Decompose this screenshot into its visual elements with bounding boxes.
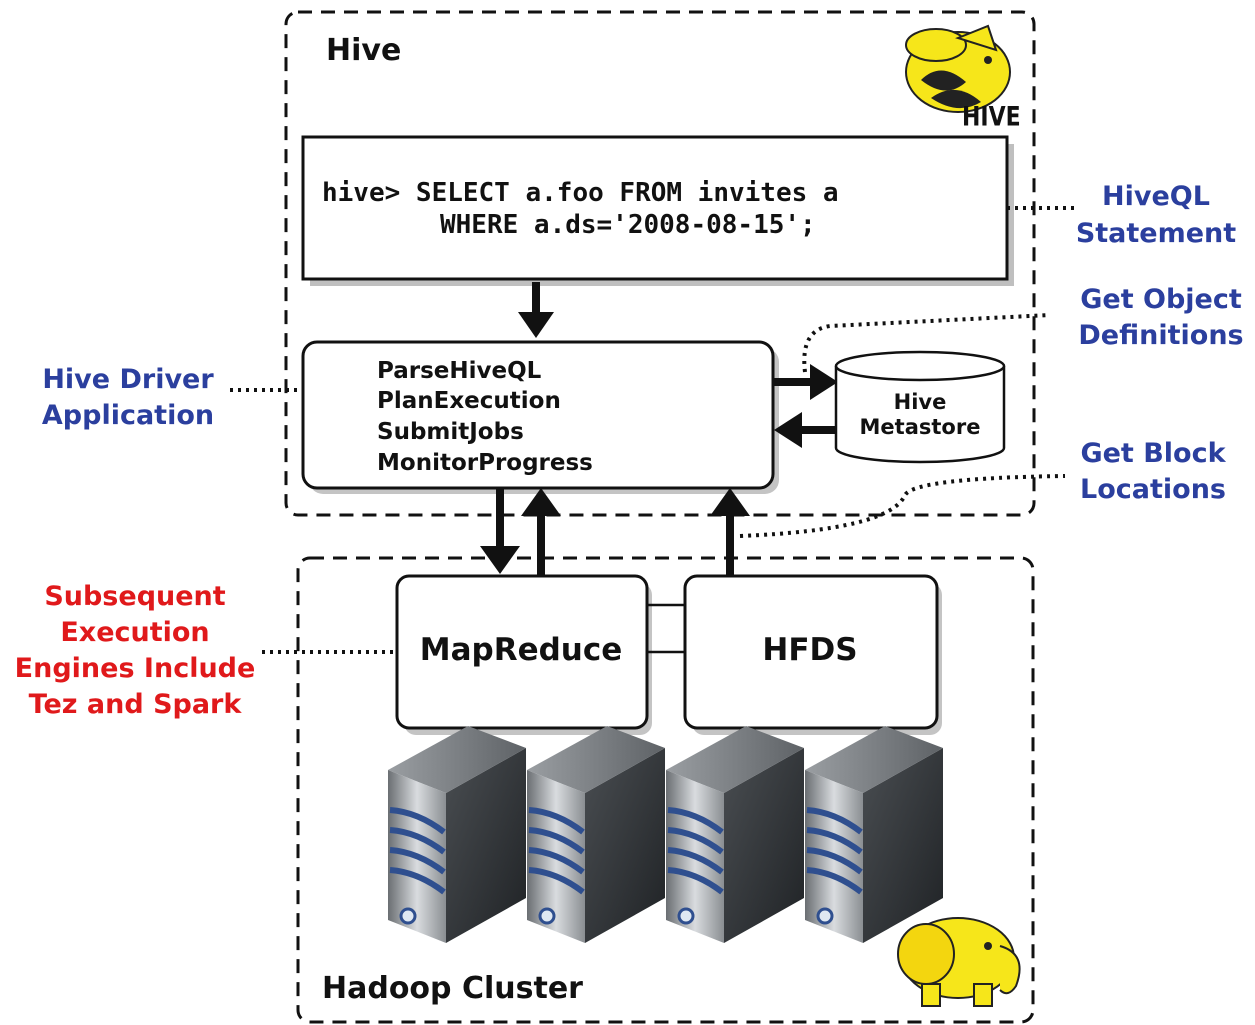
metastore-label-1: Hive (894, 390, 947, 414)
arrow-metastore-to-driver (774, 412, 838, 448)
annotation-execution-engines: Subsequent Execution Engines Include Tez… (15, 581, 256, 720)
hdfs-box (683, 574, 939, 730)
annotation-driver-app-line2: Application (42, 400, 214, 431)
query-line-1: hive> SELECT a.foo FROM invites a (322, 178, 839, 208)
leader-object-defs (802, 313, 1051, 373)
driver-step-plan: PlanExecution (377, 388, 561, 414)
hive-group-title: Hive (326, 33, 401, 68)
annotation-engines-line4: Tez and Spark (29, 689, 243, 720)
server-tower-icon (805, 726, 943, 943)
annotation-engines-line1: Subsequent (44, 581, 225, 612)
annotation-object-defs-line1: Get Object (1080, 284, 1242, 315)
annotation-block-locs-line1: Get Block (1080, 438, 1226, 469)
driver-step-monitor: MonitorProgress (377, 450, 593, 476)
hive-bee-logo-icon: HIVE (905, 24, 1021, 133)
annotation-engines-line3: Engines Include (15, 653, 256, 684)
annotation-driver-app-line1: Hive Driver (42, 364, 214, 395)
arrow-driver-to-metastore (773, 364, 838, 400)
arrow-mapreduce-to-driver (521, 488, 561, 576)
annotation-driver-application: Hive Driver Application (42, 364, 214, 431)
annotation-hiveql-statement: HiveQL Statement (1076, 181, 1236, 249)
server-tower-icon (666, 726, 804, 943)
annotation-hiveql-line1: HiveQL (1102, 181, 1210, 212)
annotation-object-definitions: Get Object Definitions (1078, 284, 1243, 351)
driver-step-parse: ParseHiveQL (377, 358, 542, 384)
leader-block-locs (739, 474, 1066, 538)
arrow-hdfs-to-driver (710, 488, 750, 576)
annotation-hiveql-line2: Statement (1076, 218, 1236, 249)
server-tower-icon (527, 726, 665, 943)
server-tower-icon (388, 726, 526, 943)
hadoop-group-title: Hadoop Cluster (322, 971, 583, 1006)
arrow-query-to-driver (518, 282, 554, 338)
query-box (301, 135, 1009, 281)
annotation-engines-line2: Execution (60, 617, 209, 648)
hive-logo-text: HIVE (962, 101, 1021, 133)
metastore-cylinder: Hive Metastore (834, 350, 1006, 464)
mapreduce-label: MapReduce (420, 632, 623, 668)
annotation-object-defs-line2: Definitions (1078, 320, 1243, 351)
server-rack-group (388, 726, 943, 943)
query-line-2: WHERE a.ds='2008-08-15'; (440, 210, 816, 240)
annotation-block-locs-line2: Locations (1080, 474, 1226, 505)
hadoop-elephant-logo-icon (897, 917, 1021, 1007)
driver-step-submit: SubmitJobs (377, 419, 524, 445)
arrow-driver-to-mapreduce (480, 488, 520, 574)
hdfs-label: HFDS (762, 632, 857, 668)
annotation-block-locations: Get Block Locations (1080, 438, 1227, 505)
hadoop-group-border (296, 556, 1035, 1024)
metastore-label-2: Metastore (860, 415, 981, 439)
driver-box (301, 340, 775, 490)
